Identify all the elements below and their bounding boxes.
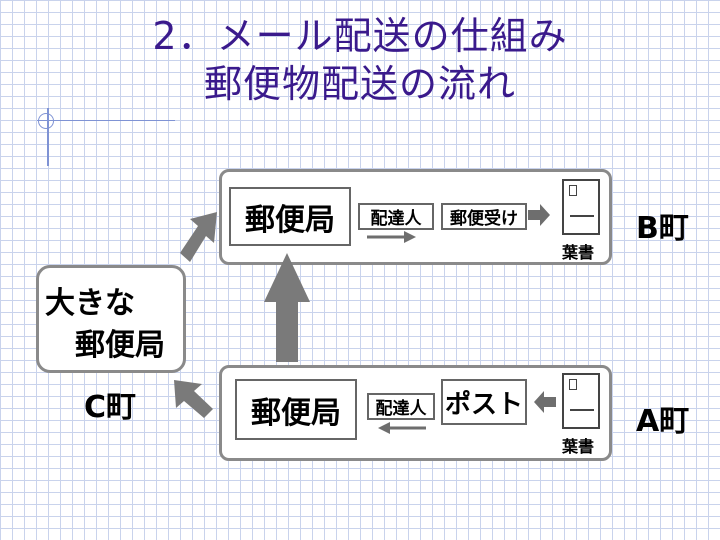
top-card-label: 葉書	[562, 243, 595, 262]
top-panel: 郵便局 配達人 郵便受け 葉書	[219, 169, 612, 265]
town-label-b: B町	[636, 211, 689, 246]
bottom-carrier-box: 配達人	[367, 393, 435, 420]
postcard-icon	[562, 373, 600, 429]
big-post-office-box: 大きな 郵便局	[36, 265, 186, 373]
big-post-office-line2: 郵便局	[75, 328, 165, 363]
decorative-vertical-line	[47, 108, 49, 166]
arrow-up-left-icon	[174, 380, 213, 418]
top-post-office-box: 郵便局	[229, 187, 351, 246]
bottom-panel: 郵便局 配達人 ポスト 葉書	[219, 365, 612, 461]
arrow-up-right-icon	[180, 212, 217, 262]
postcard-icon	[562, 179, 600, 235]
decorative-horizontal-line	[37, 120, 175, 121]
town-label-c: C町	[84, 390, 137, 425]
big-post-office-line1: 大きな	[45, 286, 135, 321]
bottom-card-label: 葉書	[562, 437, 595, 456]
slide-title-line1: 2．メール配送の仕組み	[152, 14, 568, 58]
vertical-flow-arrow-icon	[264, 253, 310, 362]
slide-title-line2: 郵便物配送の流れ	[203, 62, 516, 106]
decorative-circle	[38, 113, 54, 129]
bottom-post-box: ポスト	[441, 379, 527, 425]
top-mailbox-box: 郵便受け	[441, 203, 527, 230]
town-label-a: A町	[636, 404, 690, 439]
bottom-post-office-box: 郵便局	[235, 379, 357, 440]
top-carrier-box: 配達人	[358, 203, 434, 230]
